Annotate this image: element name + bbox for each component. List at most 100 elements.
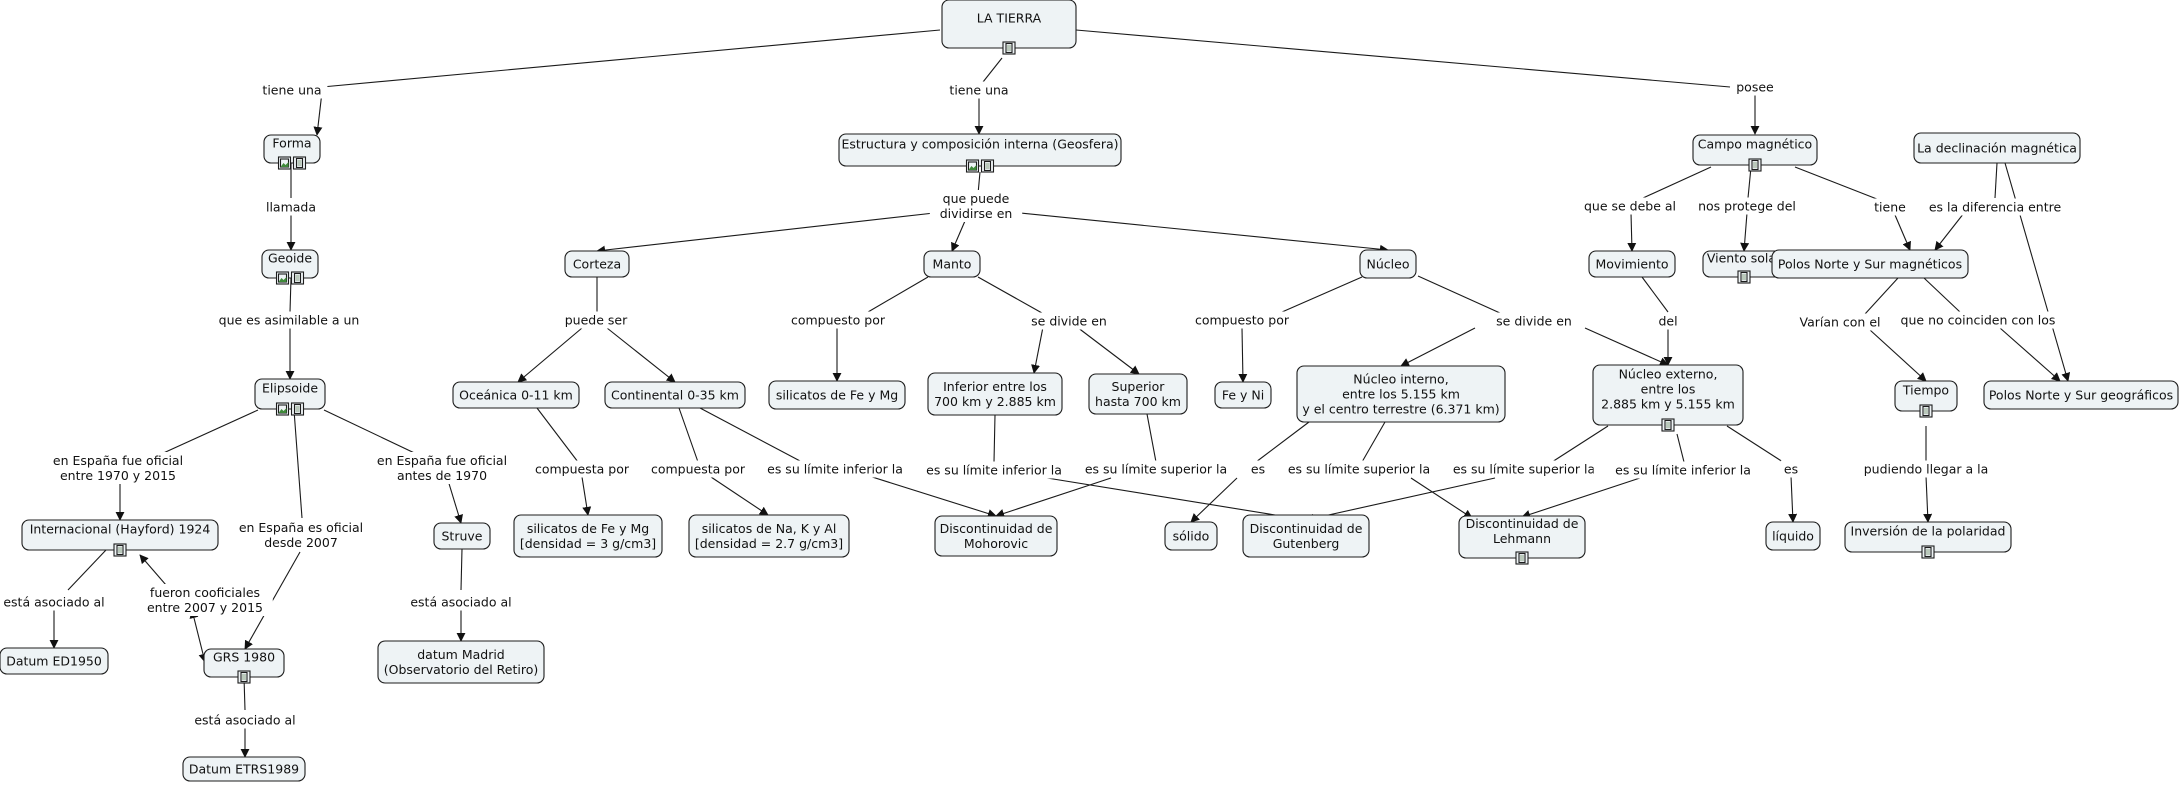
connector-line	[1676, 433, 1685, 463]
concept-node-nucleo-interno[interactable]: Núcleo interno,entre los 5.155 kmy el ce…	[1296, 365, 1506, 423]
concept-node-box[interactable]	[604, 381, 746, 409]
concept-node-box[interactable]	[1088, 373, 1188, 415]
link-label-text: que es asimilable a un	[219, 313, 360, 328]
concept-node-elipsoide[interactable]: Elipsoide	[254, 378, 326, 416]
concept-node-box[interactable]	[1214, 381, 1272, 409]
concept-node-internacional[interactable]: Internacional (Hayford) 1924	[21, 519, 219, 557]
concept-node-movimiento[interactable]: Movimiento	[1588, 250, 1676, 278]
concept-node-silicatos-fe-mg[interactable]: silicatos de Fe y Mg	[768, 380, 906, 410]
connector-line	[139, 554, 167, 586]
connector-line	[1641, 276, 1669, 313]
concept-node-inversion[interactable]: Inversión de la polaridad	[1844, 521, 2012, 559]
link-label-se-divide-1: se divide en	[1022, 312, 1116, 330]
concept-node-geoide[interactable]: Geoide	[261, 249, 319, 285]
concept-node-declinacion[interactable]: La declinación magnética	[1913, 132, 2081, 164]
link-label-background	[1912, 198, 2078, 216]
concept-node-box[interactable]	[1983, 380, 2179, 410]
note-resource-icon[interactable]	[1737, 270, 1751, 284]
concept-node-campo[interactable]: Campo magnético	[1692, 134, 1818, 172]
concept-node-box[interactable]	[1771, 249, 1969, 279]
concept-node-corteza[interactable]: Corteza	[564, 250, 630, 278]
concept-node-forma[interactable]: Forma	[263, 134, 321, 170]
concept-node-la-tierra[interactable]: LA TIERRA	[941, 0, 1077, 55]
concept-node-box[interactable]	[0, 647, 109, 675]
concept-node-box[interactable]	[927, 372, 1063, 416]
concept-node-box[interactable]	[1913, 132, 2081, 164]
concept-node-polos-mag[interactable]: Polos Norte y Sur magnéticos	[1771, 249, 1969, 279]
concept-node-silicatos-densidad3[interactable]: silicatos de Fe y Mg[densidad = 3 g/cm3]	[513, 514, 663, 558]
concept-node-box[interactable]	[1242, 514, 1370, 558]
concept-node-text: Internacional (Hayford) 1924	[30, 522, 211, 537]
note-resource-icon[interactable]	[113, 543, 127, 557]
note-resource-icon[interactable]	[1921, 545, 1935, 559]
note-resource-icon[interactable]	[1748, 158, 1762, 172]
concept-node-viento[interactable]: Viento solar	[1702, 250, 1786, 284]
connector-line	[147, 409, 259, 461]
connector-line	[1627, 212, 1637, 252]
note-resource-icon[interactable]	[292, 156, 307, 170]
note-resource-icon[interactable]	[1919, 404, 1933, 418]
concept-node-box[interactable]	[1164, 521, 1218, 551]
concept-node-datum-etrs[interactable]: Datum ETRS1989	[182, 756, 306, 782]
concept-node-text: Discontinuidad de	[1466, 516, 1579, 531]
concept-node-box[interactable]	[433, 522, 491, 550]
concept-node-oceanica[interactable]: Oceánica 0-11 km	[452, 381, 580, 409]
concept-node-grs1980[interactable]: GRS 1980	[203, 648, 285, 684]
concept-node-box[interactable]	[182, 756, 306, 782]
note-resource-icon[interactable]	[290, 271, 305, 285]
concept-node-box[interactable]	[263, 134, 321, 164]
concept-node-box[interactable]	[688, 514, 850, 558]
concept-node-box[interactable]	[1296, 365, 1506, 423]
image-resource-icon[interactable]	[275, 402, 290, 416]
concept-node-polos-geo[interactable]: Polos Norte y Sur geográficos	[1983, 380, 2179, 410]
concept-node-datum-ed1950[interactable]: Datum ED1950	[0, 647, 109, 675]
concept-node-tiempo[interactable]: Tiempo	[1894, 380, 1958, 418]
connector-line	[1075, 29, 1731, 88]
note-resource-icon[interactable]	[290, 402, 305, 416]
connector-line	[1869, 329, 1927, 382]
concept-node-box[interactable]	[261, 249, 319, 279]
concept-node-nucleo[interactable]: Núcleo	[1359, 249, 1417, 279]
concept-node-box[interactable]	[923, 250, 981, 278]
concept-node-text: entre los	[1641, 382, 1696, 397]
link-label-background	[1022, 312, 1116, 330]
image-resource-icon[interactable]	[965, 159, 980, 173]
concept-node-liquido[interactable]: líquido	[1765, 521, 1821, 551]
concept-node-datum-madrid[interactable]: datum Madrid(Observatorio del Retiro)	[377, 640, 545, 684]
concept-node-box[interactable]	[452, 381, 580, 409]
note-resource-icon[interactable]	[1661, 418, 1675, 432]
image-resource-icon[interactable]	[275, 271, 290, 285]
concept-node-box[interactable]	[377, 640, 545, 684]
concept-node-manto[interactable]: Manto	[923, 250, 981, 278]
note-resource-icon[interactable]	[237, 670, 251, 684]
image-resource-icon[interactable]	[277, 156, 292, 170]
link-label-background	[0, 593, 115, 611]
concept-node-box[interactable]	[564, 250, 630, 278]
link-label-asociado-1: está asociado al	[0, 593, 115, 611]
concept-node-continental[interactable]: Continental 0-35 km	[604, 381, 746, 409]
link-label-limite-superior-2: es su límite superior la	[1269, 460, 1449, 478]
concept-node-solido[interactable]: sólido	[1164, 521, 1218, 551]
note-resource-icon[interactable]	[980, 159, 995, 173]
concept-node-box[interactable]	[1765, 521, 1821, 551]
concept-node-struve[interactable]: Struve	[433, 522, 491, 550]
concept-node-box[interactable]	[1588, 250, 1676, 278]
note-resource-icon[interactable]	[1002, 41, 1016, 55]
concept-node-fe-ni[interactable]: Fe y Ni	[1214, 381, 1272, 409]
link-label-background	[1654, 312, 1682, 330]
concept-node-box[interactable]	[838, 133, 1122, 167]
concept-node-box[interactable]	[513, 514, 663, 558]
concept-node-box[interactable]	[934, 515, 1058, 557]
concept-node-silicatos-na[interactable]: silicatos de Na, K y Al[densidad = 2.7 g…	[688, 514, 850, 558]
concept-node-box[interactable]	[768, 380, 906, 410]
concept-node-box[interactable]	[254, 378, 326, 410]
concept-node-box[interactable]	[1359, 249, 1417, 279]
concept-node-estructura[interactable]: Estructura y composición interna (Geosfe…	[838, 133, 1122, 173]
note-resource-icon[interactable]	[1515, 551, 1529, 565]
